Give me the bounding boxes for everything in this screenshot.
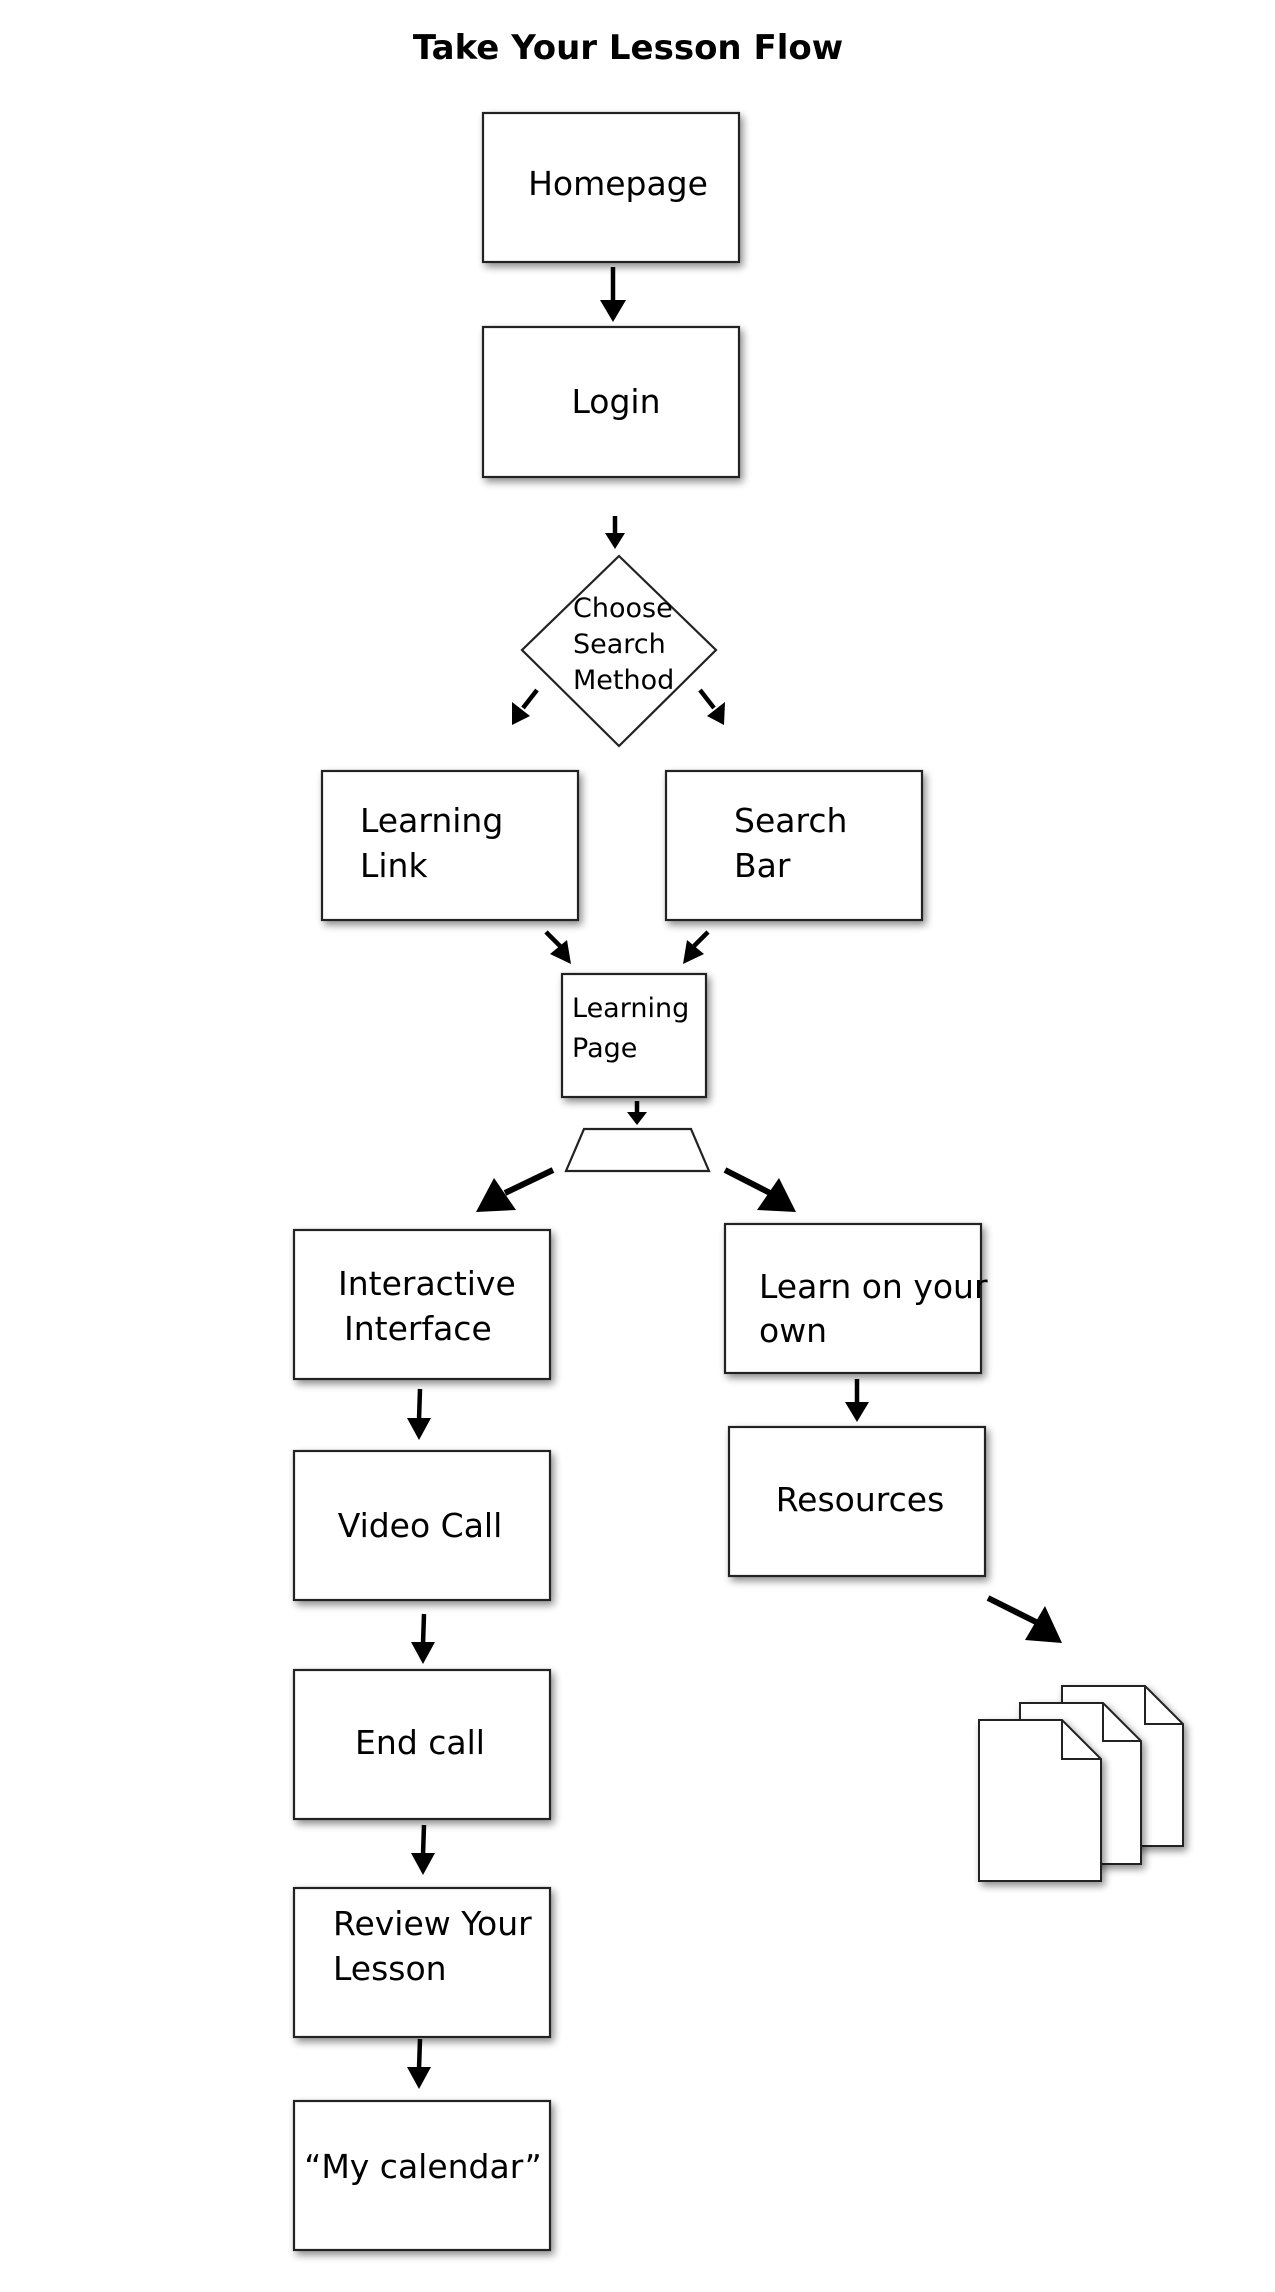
interactive-interface-node: Interactive Interface (292, 1228, 552, 1381)
manual-operation-shape (564, 1127, 711, 1173)
learn-on-your-own-node: Learn on your own (723, 1222, 988, 1375)
homepage-label: Homepage (528, 164, 708, 203)
my-calendar-node: “My calendar” (292, 2099, 552, 2252)
video-call-node: Video Call (292, 1449, 552, 1602)
choose-label-line2: Search (573, 629, 666, 660)
arrow-video-end (411, 1613, 435, 1664)
arrow-learning-link-page (544, 930, 571, 964)
arrow-trapezoid-interactive (476, 1167, 555, 1212)
arrow-login-decision (605, 516, 625, 549)
learning-link-label-line2: Link (360, 846, 428, 885)
arrow-homepage-login (600, 267, 626, 322)
arrow-page-trapezoid (627, 1101, 647, 1125)
arrow-interactive-video (407, 1388, 431, 1440)
end-call-label: End call (355, 1723, 485, 1762)
arrow-resources-documents (986, 1595, 1062, 1643)
documents-stack-icon (978, 1685, 1184, 1882)
learning-link-node: Learning Link (320, 769, 580, 922)
learning-page-label-line2: Page (572, 1033, 637, 1064)
video-call-label: Video Call (338, 1506, 503, 1545)
my-calendar-label: “My calendar” (304, 2147, 542, 2186)
choose-label-line1: Choose (573, 593, 673, 624)
diagram-title: Take Your Lesson Flow (413, 28, 843, 68)
review-label-line1: Review Your (333, 1904, 532, 1943)
search-bar-label-line1: Search (734, 801, 847, 840)
learning-page-label-line1: Learning (572, 993, 689, 1024)
arrow-learn-own-resources (845, 1379, 869, 1422)
interactive-label-line2: Interface (344, 1309, 492, 1348)
arrow-review-calendar (407, 2038, 431, 2089)
learning-page-node: Learning Page (560, 972, 708, 1099)
arrow-search-bar-page (683, 930, 710, 964)
login-label: Login (571, 382, 660, 421)
arrow-decision-search-bar (698, 688, 725, 725)
learn-own-label-line1: Learn on your (759, 1267, 988, 1306)
resources-node: Resources (727, 1425, 987, 1578)
homepage-node: Homepage (481, 111, 741, 264)
interactive-label-line1: Interactive (338, 1264, 516, 1303)
arrow-trapezoid-learn-own (723, 1167, 796, 1212)
learn-own-label-line2: own (759, 1311, 827, 1350)
learning-link-label-line1: Learning (360, 801, 503, 840)
search-bar-label-line2: Bar (734, 846, 791, 885)
arrow-end-review (411, 1824, 435, 1875)
login-node: Login (481, 325, 741, 479)
arrow-decision-learning-link (512, 688, 539, 725)
review-label-line2: Lesson (333, 1949, 447, 1988)
choose-search-method-decision: Choose Search Method (520, 554, 718, 748)
choose-label-line3: Method (573, 665, 674, 696)
search-bar-node: Search Bar (664, 769, 924, 922)
resources-label: Resources (776, 1480, 945, 1519)
end-call-node: End call (292, 1668, 552, 1821)
review-lesson-node: Review Your Lesson (292, 1886, 552, 2039)
